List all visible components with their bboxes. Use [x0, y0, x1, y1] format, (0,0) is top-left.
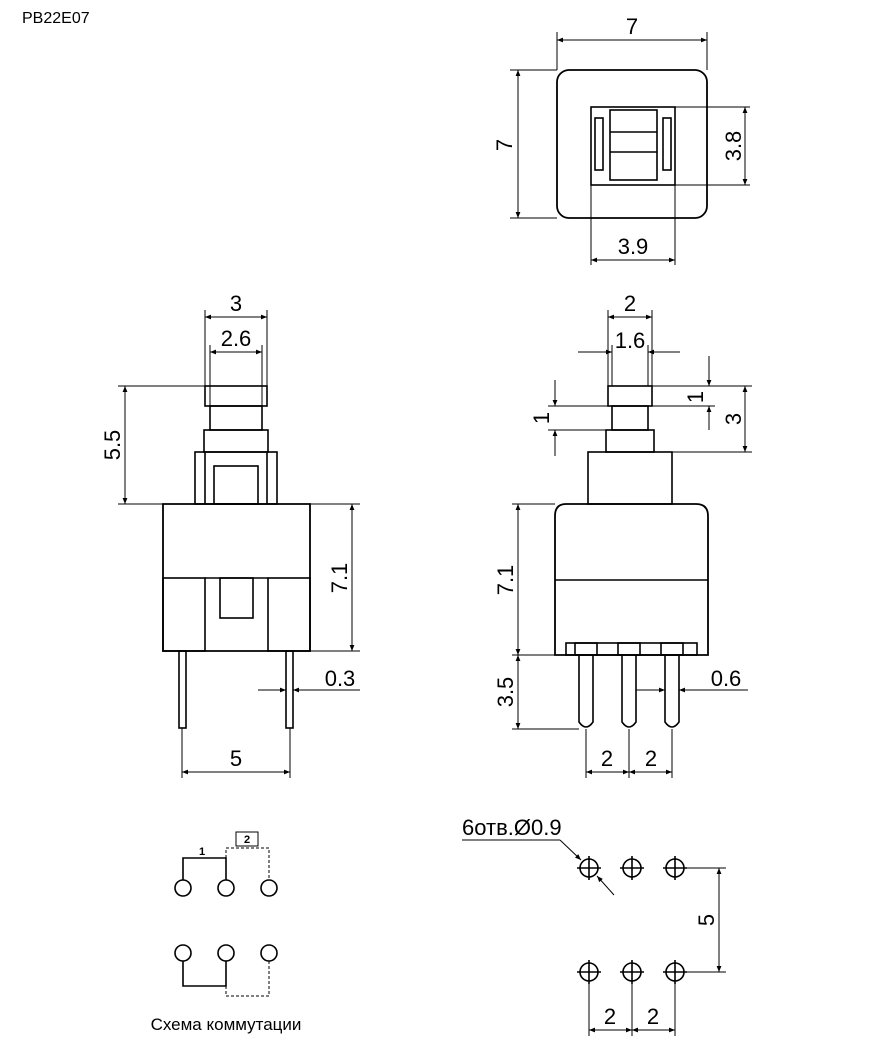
side-body — [554, 503, 709, 656]
dim-side-pitch-1-label: 2 — [601, 746, 613, 771]
top-view: 7 7 3.8 3.9 — [492, 14, 750, 265]
front-top-housing — [194, 451, 278, 505]
dim-pin-spacing-label: 5 — [230, 746, 242, 771]
dim-side-step-left-label: 1 — [529, 412, 554, 424]
schematic-contact — [260, 944, 278, 962]
schematic-box-2 — [235, 831, 259, 847]
dim-body-height-label: 7.1 — [327, 563, 352, 594]
top-view-actuator — [609, 109, 658, 181]
dim-stem-height-label: 5.5 — [100, 430, 125, 461]
front-stem-cap — [204, 385, 268, 407]
top-view-contact-right — [662, 117, 672, 171]
switching-schematic: 1 2 Схема коммутации — [151, 831, 302, 1034]
front-pin-left — [178, 650, 187, 729]
side-stem-cap — [607, 385, 653, 407]
dim-stem-outer-label: 3 — [230, 291, 242, 316]
front-slot — [213, 465, 259, 505]
schematic-link-2 — [225, 847, 270, 880]
schematic-label-2: 2 — [244, 834, 250, 846]
side-pin-3 — [664, 655, 680, 728]
pcb-hole-leader — [559, 839, 582, 861]
schematic-label-1: 1 — [199, 846, 205, 858]
dim-side-pin-width-label: 0.6 — [711, 666, 742, 691]
schematic-contact — [217, 879, 235, 897]
dim-side-travel-label: 3 — [721, 413, 746, 425]
schematic-contact — [174, 879, 192, 897]
front-clip-right — [267, 577, 311, 652]
dim-pcb-pitch-2-label: 2 — [647, 1004, 659, 1029]
schematic-contact — [217, 944, 235, 962]
dim-pcb-row-spacing-label: 5 — [694, 914, 719, 926]
dim-side-pin-length-label: 3.5 — [493, 677, 518, 708]
front-pin-right — [285, 650, 294, 729]
part-code: PB22E07 — [22, 10, 90, 27]
schematic-caption: Схема коммутации — [151, 1015, 302, 1034]
front-window — [219, 577, 254, 619]
schematic-link-1 — [182, 857, 227, 880]
dim-side-stem-outer-label: 2 — [624, 291, 636, 316]
side-pin-2 — [621, 655, 637, 728]
dim-side-pitch-2-label: 2 — [645, 746, 657, 771]
side-base — [565, 642, 698, 656]
front-view: 3 2.6 5.5 7.1 0.3 5 — [100, 291, 360, 778]
dim-side-step-right-label: 1 — [683, 391, 708, 403]
dim-top-width-label: 7 — [626, 14, 638, 39]
front-stem — [209, 405, 263, 431]
top-view-contact-left — [594, 117, 604, 171]
dim-window-height-label: 3.8 — [721, 131, 746, 162]
dim-top-height-label: 7 — [492, 139, 517, 151]
dim-stem-inner-label: 2.6 — [221, 326, 252, 351]
side-stem-collar — [605, 429, 655, 453]
side-stem — [611, 405, 649, 431]
side-view: 2 1.6 1 1 3 7.1 3.5 0.6 — [493, 291, 752, 778]
top-view-body — [556, 69, 708, 219]
dim-side-stem-inner-label: 1.6 — [615, 328, 646, 353]
front-clip-left — [162, 577, 206, 652]
pcb-layout: 6отв.Ø0.9 5 2 2 — [462, 815, 726, 1036]
dim-side-body-height-label: 7.1 — [493, 565, 518, 596]
front-stem-collar — [203, 429, 269, 453]
dim-pin-thickness-label: 0.3 — [325, 666, 356, 691]
schematic-contact — [260, 879, 278, 897]
pcb-hole-label: 6отв.Ø0.9 — [462, 815, 562, 840]
side-top-housing — [587, 451, 673, 505]
dim-window-width-label: 3.9 — [618, 234, 649, 259]
top-view-window — [590, 106, 676, 186]
dim-pcb-pitch-1-label: 2 — [604, 1004, 616, 1029]
schematic-contact — [174, 944, 192, 962]
side-pin-1 — [578, 655, 594, 728]
